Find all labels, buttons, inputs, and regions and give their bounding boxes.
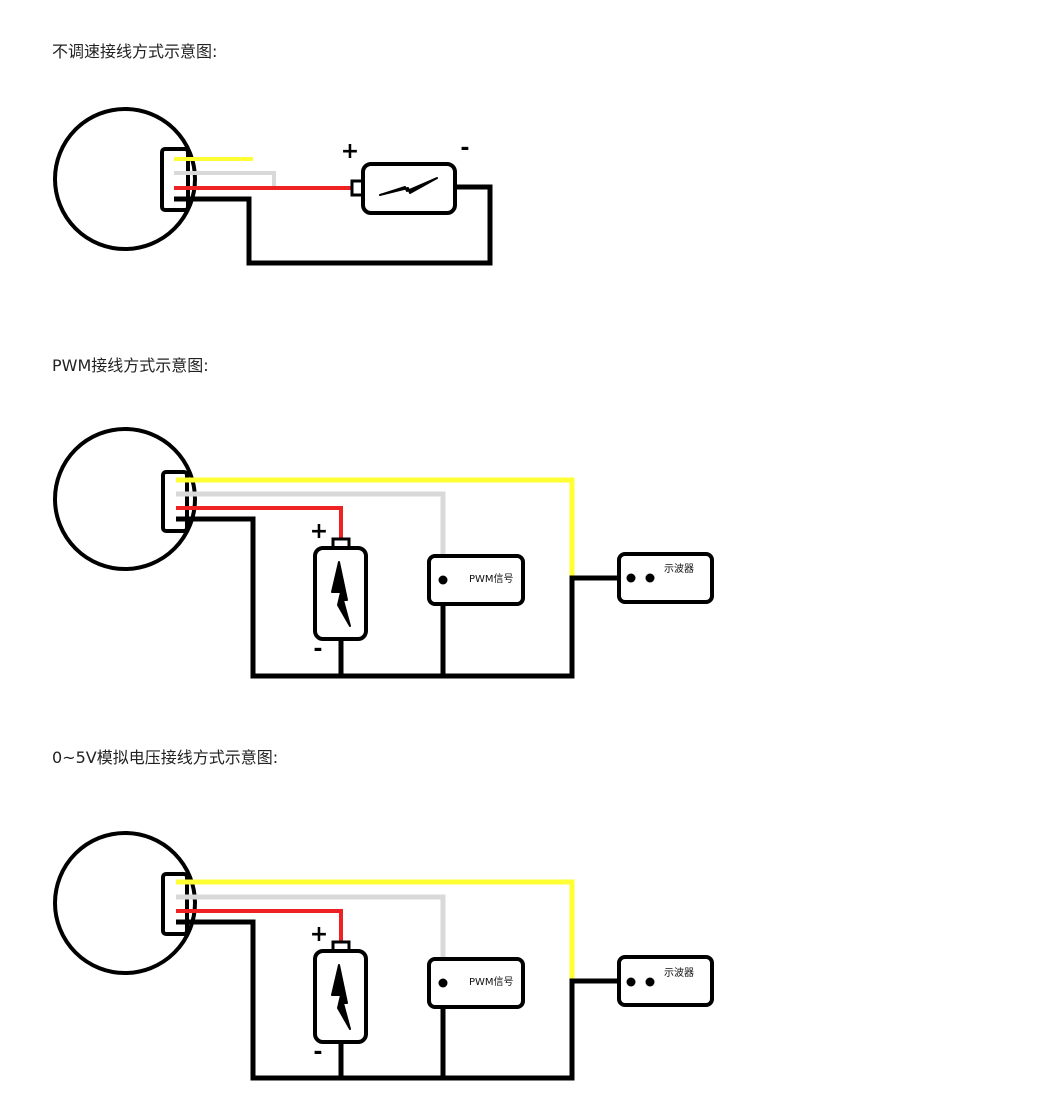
pwm-signal-box bbox=[427, 554, 525, 606]
plus-sign: + bbox=[341, 139, 359, 164]
oscilloscope-label: 示波器 bbox=[664, 562, 694, 575]
minus-sign: - bbox=[313, 1040, 322, 1065]
minus-sign: - bbox=[460, 136, 469, 161]
connector bbox=[161, 872, 189, 936]
pwm-signal-box bbox=[427, 957, 525, 1009]
connector bbox=[160, 147, 190, 212]
minus-sign: - bbox=[313, 637, 322, 662]
oscilloscope-dot-2 bbox=[645, 977, 655, 987]
black-wire bbox=[174, 184, 493, 266]
plus-sign: + bbox=[310, 922, 328, 947]
plus-sign: + bbox=[310, 519, 328, 544]
pwm-signal-label: PWM信号 bbox=[469, 573, 514, 585]
oscilloscope-box bbox=[617, 552, 714, 604]
pwm-terminal-dot bbox=[438, 575, 448, 585]
yellow-wire bbox=[176, 879, 575, 981]
lightning-bolt-icon bbox=[331, 964, 351, 1030]
gray-wire bbox=[176, 894, 446, 961]
diagram-no-speed: + - bbox=[53, 107, 493, 266]
lightning-bolt-icon bbox=[331, 561, 351, 627]
heading-no-speed: 不调速接线方式示意图: bbox=[52, 42, 218, 61]
red-wire bbox=[176, 506, 343, 541]
black-wire bbox=[176, 516, 624, 679]
oscilloscope-dot-1 bbox=[626, 573, 636, 583]
heading-pwm: PWM接线方式示意图: bbox=[52, 356, 209, 375]
diagram-pwm: + - PWM信号 示波器 bbox=[53, 427, 714, 679]
fan-circle bbox=[53, 427, 197, 571]
oscilloscope-dot-2 bbox=[645, 573, 655, 583]
lightning-bolt-icon bbox=[379, 177, 438, 196]
fan-circle bbox=[53, 107, 197, 251]
oscilloscope-dot-1 bbox=[626, 977, 636, 987]
red-wire bbox=[176, 909, 343, 944]
pwm-terminal-dot bbox=[438, 978, 448, 988]
gray-wire bbox=[176, 491, 446, 558]
connector bbox=[161, 470, 189, 533]
oscilloscope-box bbox=[617, 955, 714, 1007]
black-wire bbox=[176, 919, 624, 1081]
pwm-signal-label: PWM信号 bbox=[469, 976, 514, 988]
yellow-wire bbox=[176, 477, 575, 578]
fan-circle bbox=[53, 831, 197, 975]
oscilloscope-label: 示波器 bbox=[664, 966, 694, 979]
gray-wire bbox=[174, 171, 276, 186]
heading-analog: 0~5V模拟电压接线方式示意图: bbox=[52, 748, 279, 767]
